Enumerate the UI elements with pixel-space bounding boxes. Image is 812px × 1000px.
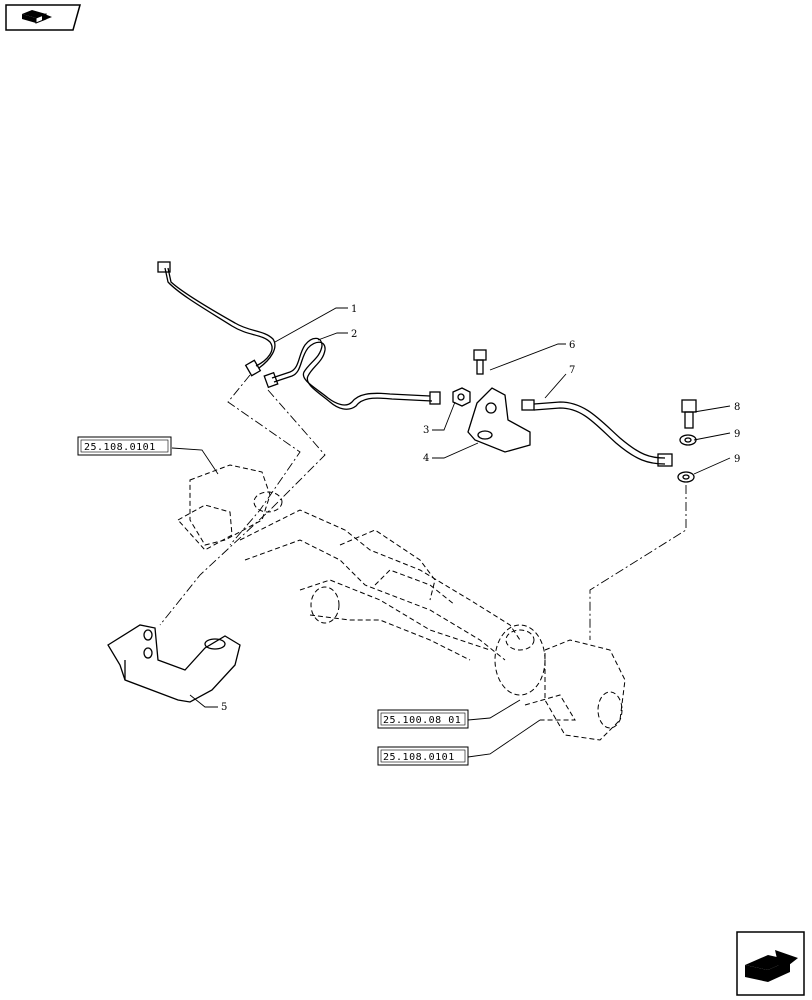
reference-link-left[interactable]: 25.108.0101 — [77, 436, 172, 456]
assembly-centerlines — [159, 374, 687, 640]
leader-lines — [171, 307, 731, 758]
svg-text:1: 1 — [351, 304, 357, 315]
callout-1: 1 — [351, 304, 357, 315]
svg-text:25.108.0101: 25.108.0101 — [383, 752, 455, 763]
part-7-hose — [521, 399, 673, 467]
part-9-washer-lower — [677, 471, 695, 483]
svg-text:6: 6 — [569, 340, 575, 351]
nav-next-button[interactable] — [736, 931, 805, 996]
part-3-nut — [452, 387, 471, 407]
callout-9-lower: 9 — [734, 454, 740, 465]
svg-text:25.108.0101: 25.108.0101 — [84, 442, 156, 453]
page-back-icon — [22, 10, 52, 24]
reference-link-bottom[interactable]: 25.108.0101 — [377, 746, 469, 766]
part-4-bracket — [467, 387, 531, 453]
part-1-brake-pipe — [157, 261, 276, 377]
part-9-washer-upper — [679, 434, 697, 446]
svg-text:9: 9 — [734, 429, 740, 440]
svg-text:4: 4 — [423, 453, 429, 464]
part-5-bracket — [107, 624, 241, 703]
nav-prev-button[interactable] — [5, 4, 81, 31]
callout-6: 6 — [569, 340, 575, 351]
callout-9-upper: 9 — [734, 429, 740, 440]
part-2-brake-pipe — [263, 337, 441, 410]
callout-3: 3 — [423, 425, 429, 436]
svg-text:9: 9 — [734, 454, 740, 465]
svg-text:2: 2 — [351, 329, 357, 340]
svg-text:7: 7 — [569, 365, 575, 376]
callout-5: 5 — [221, 702, 227, 713]
part-8-banjo-bolt — [681, 399, 697, 429]
callout-4: 4 — [423, 453, 429, 464]
callout-2: 2 — [351, 329, 357, 340]
page-forward-icon — [745, 950, 798, 982]
svg-text:5: 5 — [221, 702, 227, 713]
front-axle-housing-outline — [177, 464, 626, 741]
callout-7: 7 — [569, 365, 575, 376]
svg-text:8: 8 — [734, 402, 740, 413]
callout-8: 8 — [734, 402, 740, 413]
svg-text:3: 3 — [423, 425, 429, 436]
reference-link-middle[interactable]: 25.100.08 01 — [377, 709, 469, 729]
svg-text:25.100.08 01: 25.100.08 01 — [383, 715, 461, 726]
part-6-bolt — [473, 349, 487, 375]
